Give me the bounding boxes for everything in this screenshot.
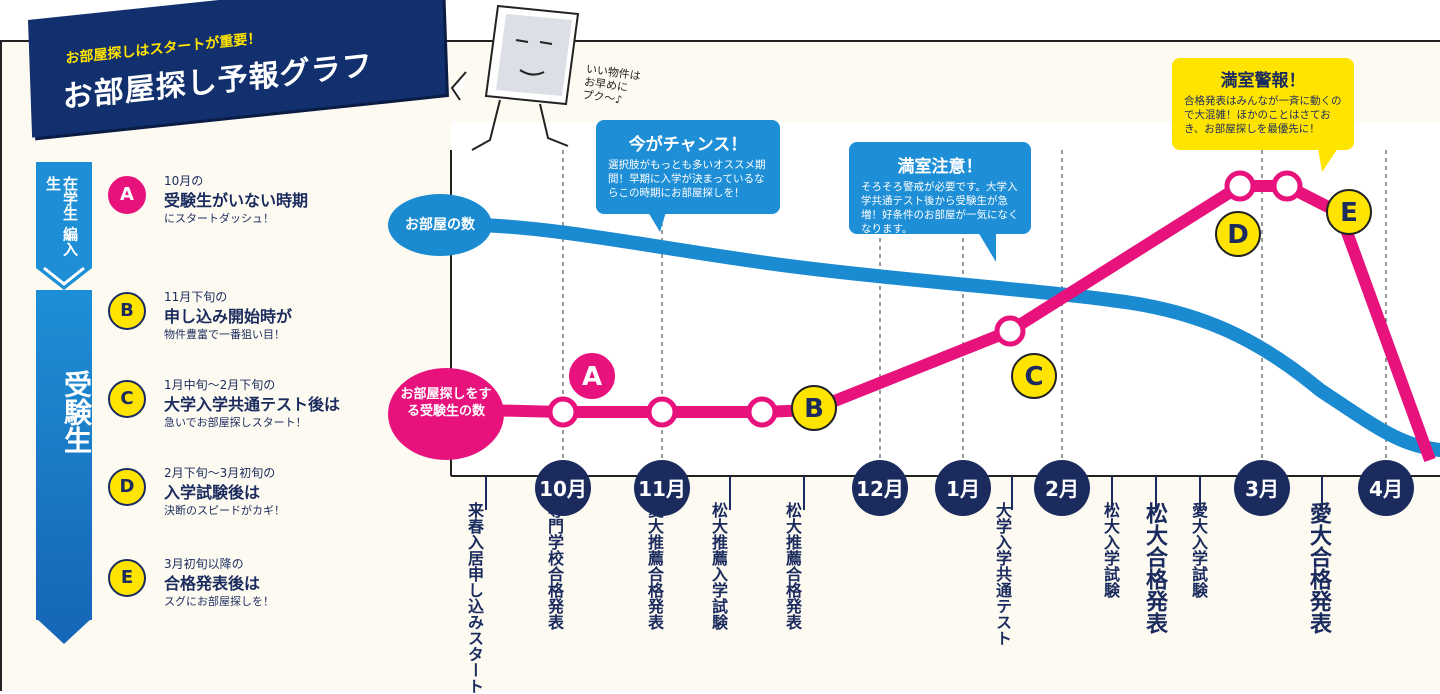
chart-phase-marker-label: B bbox=[804, 394, 824, 424]
series-point bbox=[1271, 170, 1303, 202]
event-label: 大学入学共通テスト bbox=[993, 502, 1012, 646]
month-badge bbox=[1034, 460, 1090, 516]
callout-warning-body: 合格発表はみんなが一斉に動くので大混雑！ほかのことはさておき、お部屋探しを最優先… bbox=[1184, 95, 1342, 135]
month-badge bbox=[935, 460, 991, 516]
phase-marker-c: C bbox=[108, 380, 146, 418]
event-label: 愛大入学試験 bbox=[1189, 502, 1208, 598]
event-label: 松大推薦合格発表 bbox=[783, 502, 802, 630]
phase-heading: 入学試験後は bbox=[164, 483, 261, 502]
event-label: 松大入学試験 bbox=[1101, 502, 1120, 598]
phase-period: 10月の bbox=[164, 174, 204, 188]
month-label: 1月 bbox=[946, 477, 980, 501]
month-badge bbox=[1234, 460, 1290, 516]
phase-period: 11月下旬の bbox=[164, 290, 228, 304]
month-label: 12月 bbox=[856, 477, 904, 501]
gridlines bbox=[562, 150, 1387, 476]
series-point bbox=[1224, 170, 1256, 202]
series-label-rooms: お部屋の数 bbox=[388, 194, 492, 256]
data-points: A B C D E bbox=[547, 170, 1372, 431]
chart-phase-marker-label: A bbox=[582, 362, 602, 392]
chart-phase-marker bbox=[569, 353, 615, 399]
month-label: 4月 bbox=[1369, 477, 1403, 501]
event-label: 愛大合格発表 bbox=[1306, 502, 1331, 634]
phase-marker-a: A bbox=[108, 176, 146, 214]
month-label: 2月 bbox=[1045, 477, 1079, 501]
series-point bbox=[547, 396, 579, 428]
series-point bbox=[994, 315, 1026, 347]
phase-note: 決断のスピードがカギ！ bbox=[164, 504, 285, 517]
sidebar-applicants: 受験生 bbox=[36, 290, 93, 620]
callout-chance-body: 選択肢がもっとも多いオススメ期間！早期に入学が決まっているならこの時期にお部屋探… bbox=[608, 159, 766, 199]
phase-marker-b: B bbox=[108, 292, 146, 330]
month-label: 11月 bbox=[638, 477, 686, 501]
sidebar-bottom-label: 受験生 bbox=[60, 370, 93, 454]
callout-caution: 満室注意！ そろそろ警戒が必要です。大学入学共通テスト後から受験生が急増！好条件… bbox=[849, 142, 1031, 235]
phase-period: 1月中旬～2月下旬の bbox=[164, 378, 276, 392]
phase-note: 物件豊富で一番狙い目！ bbox=[164, 328, 285, 341]
chart-phase-marker-label: D bbox=[1227, 220, 1249, 250]
phase-note: にスタートダッシュ！ bbox=[164, 212, 274, 225]
month-label: 10月 bbox=[539, 477, 587, 501]
mascot-icon bbox=[450, 4, 580, 151]
callout-caution-title: 満室注意！ bbox=[897, 157, 983, 177]
month-badges: 10月 11月 12月 1月 2月 3月 4月 bbox=[535, 460, 1414, 516]
phase-marker-d: D bbox=[108, 468, 146, 506]
phase-heading: 大学入学共通テスト後は bbox=[164, 395, 341, 414]
chart-phase-marker bbox=[1326, 189, 1372, 235]
phase-period: 3月初旬以降の bbox=[164, 557, 244, 571]
phase-note: 急いでお部屋探しスタート！ bbox=[164, 416, 307, 429]
phase-heading: 申し込み開始時が bbox=[164, 307, 293, 326]
event-label: 専門学校合格発表 bbox=[545, 502, 564, 630]
sidebar-arrow-icon bbox=[36, 618, 92, 644]
chart-phase-marker bbox=[1215, 211, 1261, 257]
event-label: 愛大推薦合格発表 bbox=[645, 502, 664, 630]
phase-marker-e: E bbox=[108, 559, 146, 597]
chart-phase-marker-label: C bbox=[1024, 362, 1043, 392]
chart-phase-marker bbox=[1011, 353, 1057, 399]
chart-phase-marker bbox=[791, 385, 837, 431]
series-point bbox=[646, 396, 678, 428]
month-badge bbox=[1358, 460, 1414, 516]
sidebar-chevron-icon bbox=[36, 260, 92, 290]
series-point bbox=[746, 396, 778, 428]
month-badge bbox=[535, 460, 591, 516]
phase-heading: 合格発表後は bbox=[164, 574, 261, 593]
month-badge bbox=[634, 460, 690, 516]
callout-warning-title: 満室警報！ bbox=[1220, 71, 1306, 91]
callout-warning: 満室警報！ 合格発表はみんなが一斉に動くので大混雑！ほかのことはさておき、お部屋… bbox=[1172, 58, 1354, 150]
callout-chance: 今がチャンス！ 選択肢がもっとも多いオススメ期間！早期に入学が決まっているならこ… bbox=[596, 120, 780, 214]
month-badge bbox=[852, 460, 908, 516]
callout-chance-title: 今がチャンス！ bbox=[628, 135, 748, 155]
sidebar-top-label: 在学生 編入生 bbox=[44, 176, 79, 257]
series-seekers-line bbox=[479, 180, 1436, 463]
event-label: 来春入居申し込みスタート bbox=[465, 502, 484, 694]
month-label: 3月 bbox=[1245, 477, 1279, 501]
phase-note: スグにお部屋探しを！ bbox=[164, 595, 274, 608]
event-label: 松大推薦入学試験 bbox=[709, 502, 728, 630]
callout-caution-body: そろそろ警戒が必要です。大学入学共通テスト後から受験生が急増！好条件のお部屋が一… bbox=[861, 181, 1019, 235]
phase-period: 2月下旬～3月初旬の bbox=[164, 466, 276, 480]
sidebar-current-students: 在学生 編入生 bbox=[36, 162, 92, 262]
series-label-seekers: お部屋探しをする受験生の数 bbox=[388, 368, 504, 460]
event-label: 松大合格発表 bbox=[1142, 502, 1167, 634]
phase-heading: 受験生がいない時期 bbox=[164, 191, 309, 210]
chart-phase-marker-label: E bbox=[1340, 198, 1358, 228]
